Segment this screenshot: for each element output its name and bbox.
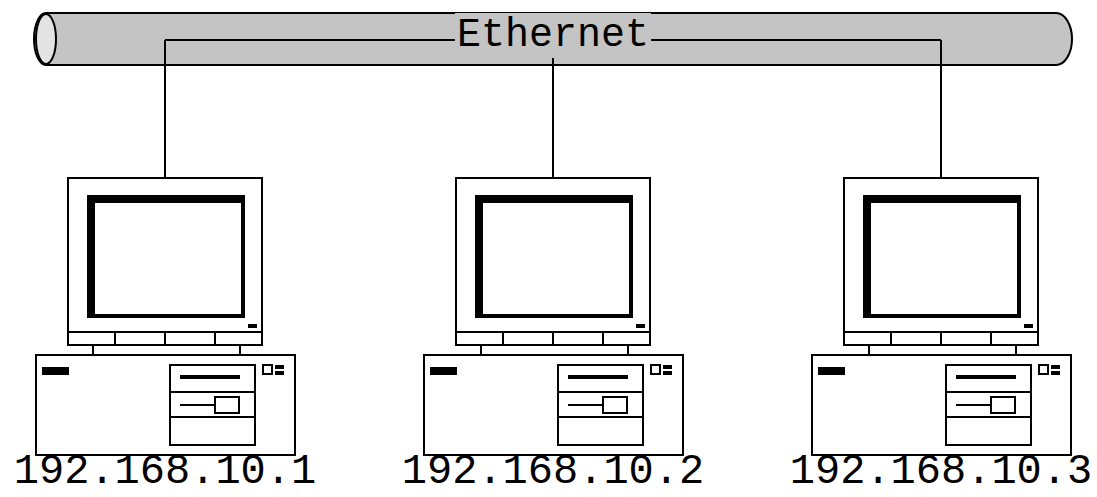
bus-stub <box>940 40 942 66</box>
ethernet-cable: Ethernet <box>32 12 1074 66</box>
ip-address: 192.168.10.1 <box>5 451 325 493</box>
computer-icon <box>423 177 685 457</box>
computer-icon <box>35 177 297 457</box>
ip-address: 192.168.10.3 <box>781 451 1097 493</box>
network-drop <box>164 65 166 177</box>
computer-icon <box>811 177 1073 457</box>
ip-address: 192.168.10.2 <box>393 451 713 493</box>
tube-body <box>34 13 1072 65</box>
network-drop <box>940 65 942 177</box>
computer: 192.168.10.3 <box>781 177 1097 495</box>
cable-label-wrap: Ethernet <box>32 16 1074 62</box>
computer-graphic <box>424 178 683 455</box>
computer: 192.168.10.2 <box>393 177 713 495</box>
network-drop <box>552 65 554 177</box>
tube-end <box>36 14 56 64</box>
cable-label: Ethernet <box>455 13 651 58</box>
computer: 192.168.10.1 <box>5 177 325 495</box>
bus-stub <box>164 40 166 66</box>
computer-graphic <box>812 178 1071 455</box>
computer-graphic <box>36 178 295 455</box>
